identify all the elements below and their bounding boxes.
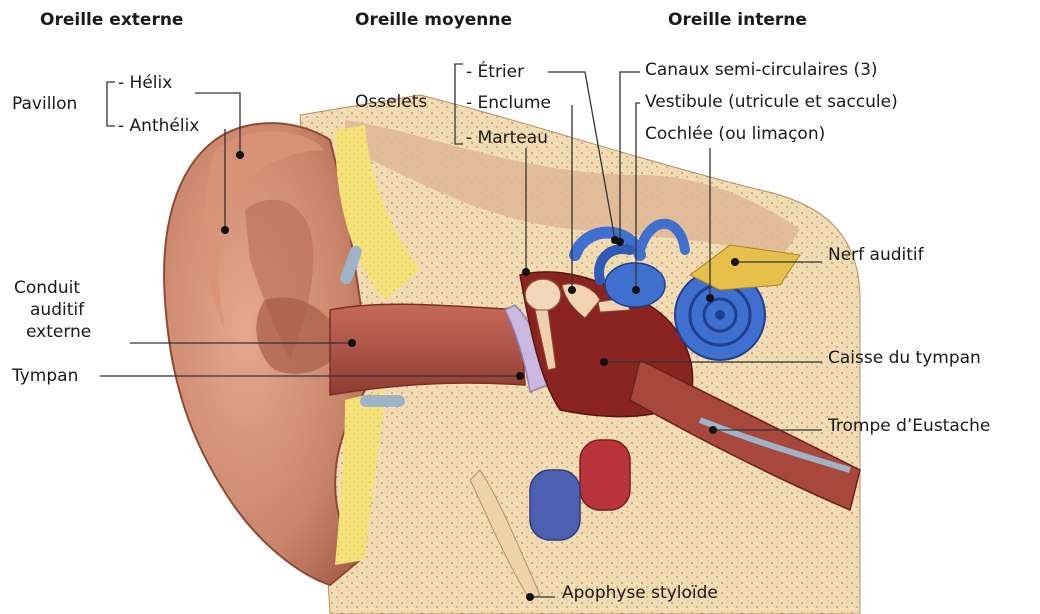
label-tympan: Tympan <box>12 366 78 386</box>
artery <box>580 440 630 510</box>
header-inner-ear: Oreille interne <box>668 10 807 30</box>
label-apophyse: Apophyse styloïde <box>562 583 718 603</box>
label-enclume: - Enclume <box>466 93 551 113</box>
label-vestibule: Vestibule (utricule et saccule) <box>645 92 898 112</box>
label-conduit-line2: auditif <box>30 300 84 320</box>
vein <box>530 470 580 540</box>
ear-canal <box>330 304 525 395</box>
label-pavillon: Pavillon <box>12 94 77 114</box>
label-marteau: - Marteau <box>466 128 548 148</box>
header-middle-ear: Oreille moyenne <box>355 10 512 30</box>
label-trompe: Trompe d’Eustache <box>828 416 990 436</box>
label-anthelix: - Anthélix <box>118 116 199 136</box>
label-helix: - Hélix <box>118 73 172 93</box>
vestibule <box>605 263 665 307</box>
label-cochlee: Cochlée (ou limaçon) <box>645 124 825 144</box>
label-osselets: Osselets <box>355 92 427 112</box>
label-conduit-line1: Conduit <box>14 278 80 298</box>
cochlea-center <box>715 310 725 320</box>
label-conduit-line3: externe <box>26 322 91 342</box>
malleus-head <box>525 279 561 311</box>
label-canaux: Canaux semi-circulaires (3) <box>645 60 878 80</box>
header-outer-ear: Oreille externe <box>40 10 183 30</box>
label-caisse: Caisse du tympan <box>828 348 981 368</box>
cartilage-highlight-2 <box>360 395 405 407</box>
label-etrier: - Étrier <box>466 62 524 82</box>
label-nerf: Nerf auditif <box>828 245 924 265</box>
